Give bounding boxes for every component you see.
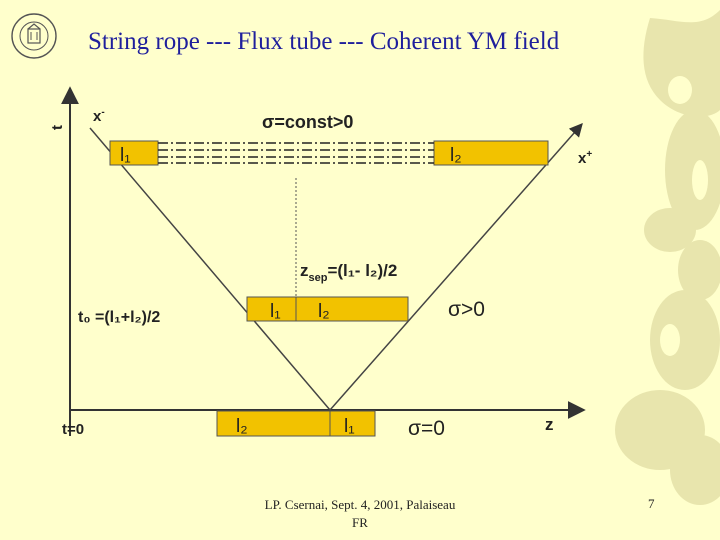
- top-tube-left: [109, 140, 159, 166]
- axis-xplus-label: x+: [578, 149, 592, 167]
- zsep-label: zsep=(l₁- l₂)/2: [300, 261, 397, 284]
- bot-l2-label: l₂: [236, 416, 248, 437]
- bottom-tube: [216, 410, 376, 437]
- light-cone-right: [329, 122, 583, 411]
- owl-watermark-icon: [615, 10, 720, 505]
- axis-t-label: t: [49, 125, 66, 130]
- light-cone-left: [89, 127, 331, 411]
- slide-title: String rope --- Flux tube --- Coherent Y…: [88, 28, 560, 55]
- university-seal-icon: [11, 13, 57, 59]
- t-zero-label: t=0: [62, 421, 84, 438]
- top-l2-label: l₂: [450, 145, 462, 166]
- sigma-positive-label: σ>0: [448, 298, 485, 321]
- sigma-zero-label: σ=0: [408, 417, 445, 440]
- page-number: 7: [648, 496, 655, 511]
- footer-line-1: LP. Csernai, Sept. 4, 2001, Palaiseau: [264, 497, 456, 512]
- mid-l1-label: l₁: [270, 301, 281, 322]
- top-tube-right: [433, 140, 549, 166]
- axis-z-label: z: [545, 415, 554, 434]
- top-l1-label: l₁: [120, 145, 131, 166]
- sigma-const-label: σ=const>0: [262, 112, 353, 132]
- t0-label: t₀ =(l₁+l₂)/2: [78, 309, 160, 326]
- footer-line-2: FR: [352, 515, 368, 530]
- dash-dot-lines: [158, 142, 434, 164]
- mid-l2-label: l₂: [318, 301, 330, 322]
- footer-citation: LP. Csernai, Sept. 4, 2001, Palaiseau FR: [240, 496, 480, 532]
- axis-xminus-label: x-: [93, 107, 105, 125]
- middle-tube: [246, 296, 409, 322]
- bot-l1-label: l₁: [344, 416, 355, 437]
